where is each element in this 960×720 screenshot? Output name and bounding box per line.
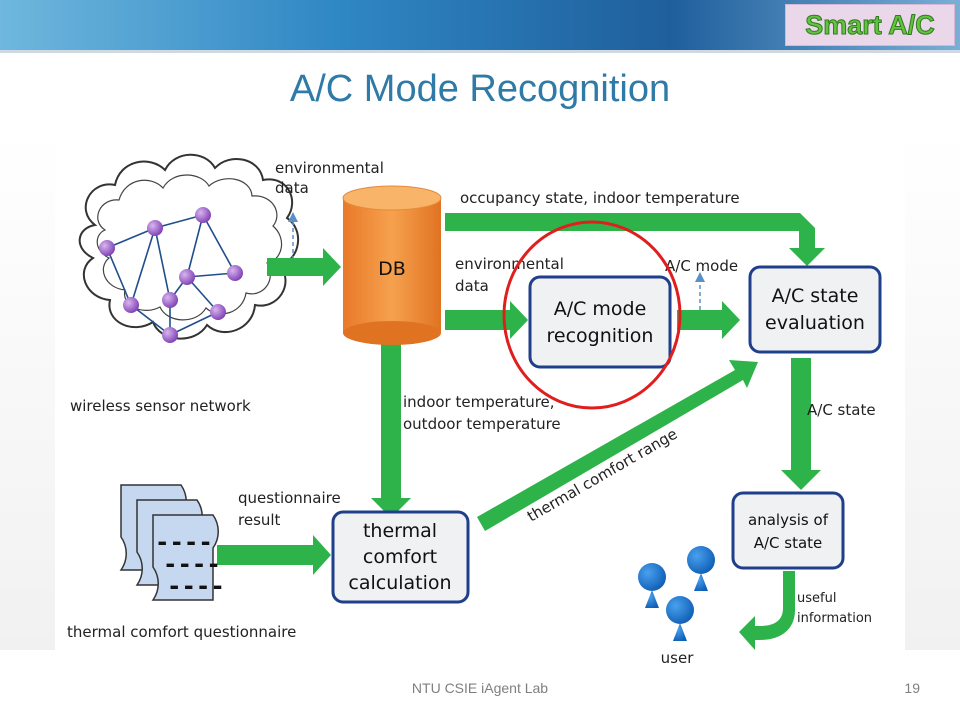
doc-dash-2: ---- [163, 550, 221, 578]
env-data-mid-line2: data [455, 277, 489, 295]
state-box-line1: A/C state [772, 285, 859, 307]
highlight-circle [502, 220, 682, 410]
flow-diagram: wireless sensor network environmental da… [55, 130, 905, 670]
state-box-line2: evaluation [765, 312, 865, 334]
questionnaire-label: thermal comfort questionnaire [67, 623, 296, 641]
thermal-box-line1: thermal [363, 520, 437, 542]
user-icon [666, 596, 694, 641]
indoor-outdoor-line2: outdoor temperature [403, 415, 561, 433]
mode-box-line2: recognition [547, 325, 654, 347]
ac-mode-arrowhead [695, 272, 705, 282]
header-divider [0, 50, 960, 53]
analysis-box [731, 491, 845, 570]
thermal-box-line2: comfort [363, 546, 437, 568]
env-data-arrowhead [288, 212, 298, 222]
badge-text: Smart A/C [805, 9, 936, 40]
mode-box-line1: A/C mode [554, 298, 647, 320]
env-data-top-line1: environmental [275, 159, 384, 177]
ac-mode-label: A/C mode [665, 257, 738, 275]
indoor-outdoor-line1: indoor temperature, [403, 393, 555, 411]
analysis-box-line2: A/C state [754, 534, 823, 552]
footer-text: NTU CSIE iAgent Lab [411, 680, 549, 696]
green-arrows [217, 213, 825, 650]
user-label: user [661, 649, 695, 667]
useful-info-line2: information [797, 611, 872, 626]
thermal-box-line3: calculation [348, 572, 451, 594]
state-evaluation-box [748, 265, 882, 354]
useful-info-line1: useful [797, 591, 836, 606]
env-data-mid-line1: environmental [455, 255, 564, 273]
occupancy-label: occupancy state, indoor temperature [460, 189, 740, 207]
sensor-nodes [99, 207, 243, 343]
doc-dash-1: ---- [155, 528, 213, 556]
page-number: 19 [904, 680, 920, 696]
analysis-box-line1: analysis of [748, 511, 829, 529]
questionnaire-result-line1: questionnaire [238, 489, 341, 507]
ac-state-label: A/C state [807, 401, 876, 419]
questionnaire-docs [119, 484, 219, 601]
mode-recognition-box [528, 275, 672, 369]
db-cylinder [342, 185, 442, 345]
slide-title: A/C Mode Recognition [289, 68, 671, 110]
doc-dash-3: ---- [167, 572, 225, 600]
user-icon [687, 546, 715, 591]
user-icon [638, 563, 666, 608]
user-icon-group [638, 546, 715, 641]
wsn-label: wireless sensor network [70, 397, 251, 415]
db-label: DB [378, 258, 406, 280]
questionnaire-result-line2: result [238, 511, 281, 529]
section-badge: Smart A/C [785, 4, 955, 46]
thermal-calc-box [331, 510, 470, 604]
env-data-top-line2: data [275, 179, 309, 197]
